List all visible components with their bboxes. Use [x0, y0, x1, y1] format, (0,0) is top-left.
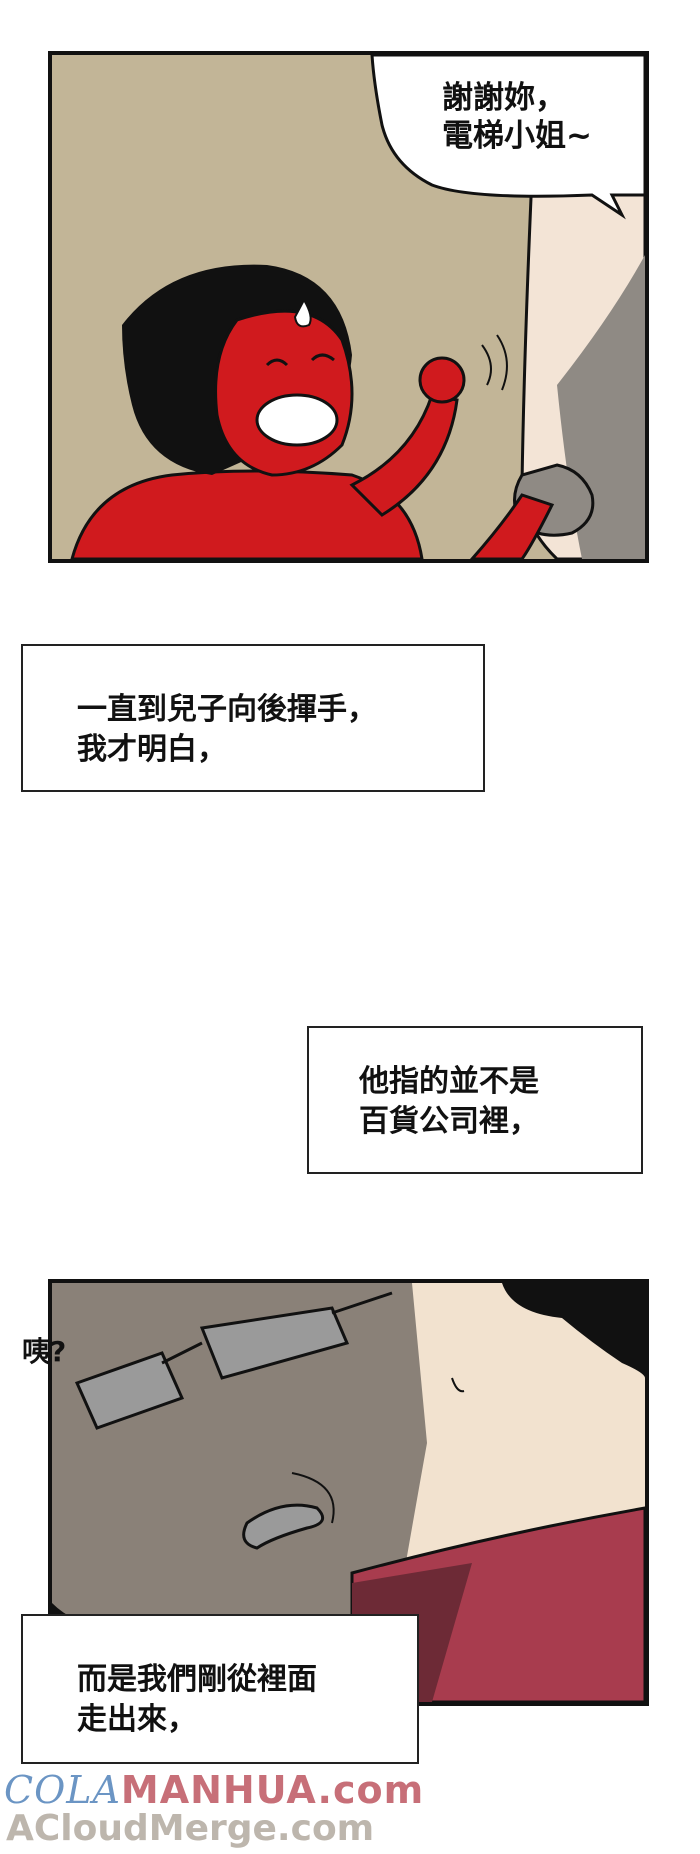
sweat-mark — [451, 1377, 465, 1393]
kid-face — [214, 309, 354, 477]
kid-arm — [349, 393, 459, 517]
kid-eye-left — [265, 358, 289, 367]
caption-3-line-2: 走出來， — [77, 1702, 197, 1737]
pouting-lips — [242, 1503, 325, 1550]
caption-box-1: 一直到兒子向後揮手， 我才明白， — [21, 644, 485, 792]
watermark-line-1: COLAMANHUA.com — [4, 1768, 424, 1812]
glasses-left — [74, 1351, 185, 1430]
panel-2-art — [52, 1283, 645, 1702]
caption-box-2: 他指的並不是 百貨公司裡， — [307, 1026, 643, 1174]
sweat-drop — [293, 297, 312, 328]
caption-1-line-2: 我才明白， — [77, 732, 227, 767]
glasses-bridge — [161, 1291, 393, 1365]
kid-lower-arm — [469, 493, 555, 559]
watermark-line-2: ACloudMerge.com — [6, 1808, 375, 1849]
panel-1-art — [70, 55, 645, 559]
caption-1-line-1: 一直到兒子向後揮手， — [77, 692, 377, 727]
caption-box-3: 而是我們剛從裡面 走出來， — [21, 1614, 419, 1764]
wave-lines — [481, 334, 508, 391]
cheek-line — [291, 1472, 335, 1524]
speech-line-1: 謝謝妳， — [442, 80, 566, 116]
speech-bubble-text: 謝謝妳， 電梯小姐~ — [442, 79, 592, 155]
glasses-right — [199, 1306, 350, 1380]
comic-panel-1: 謝謝妳， 電梯小姐~ — [48, 51, 649, 563]
watermark-cola: COLA — [4, 1768, 121, 1812]
watermark-com: .com — [317, 1768, 425, 1812]
speech-line-2: 電梯小姐~ — [442, 118, 592, 154]
kid-waving-hand — [418, 356, 466, 404]
kid-smile — [255, 393, 339, 447]
caption-2-line-2: 百貨公司裡， — [359, 1104, 539, 1139]
kid-eye-right — [310, 353, 335, 362]
caption-2-line-1: 他指的並不是 — [359, 1064, 539, 1099]
hair-curl — [502, 1283, 645, 1378]
sfx-text: 咦? — [22, 1335, 67, 1368]
speech-bubble-shape — [370, 55, 645, 220]
caption-3-line-1: 而是我們剛從裡面 — [77, 1662, 317, 1697]
watermark-manhua: MANHUA — [120, 1768, 318, 1812]
